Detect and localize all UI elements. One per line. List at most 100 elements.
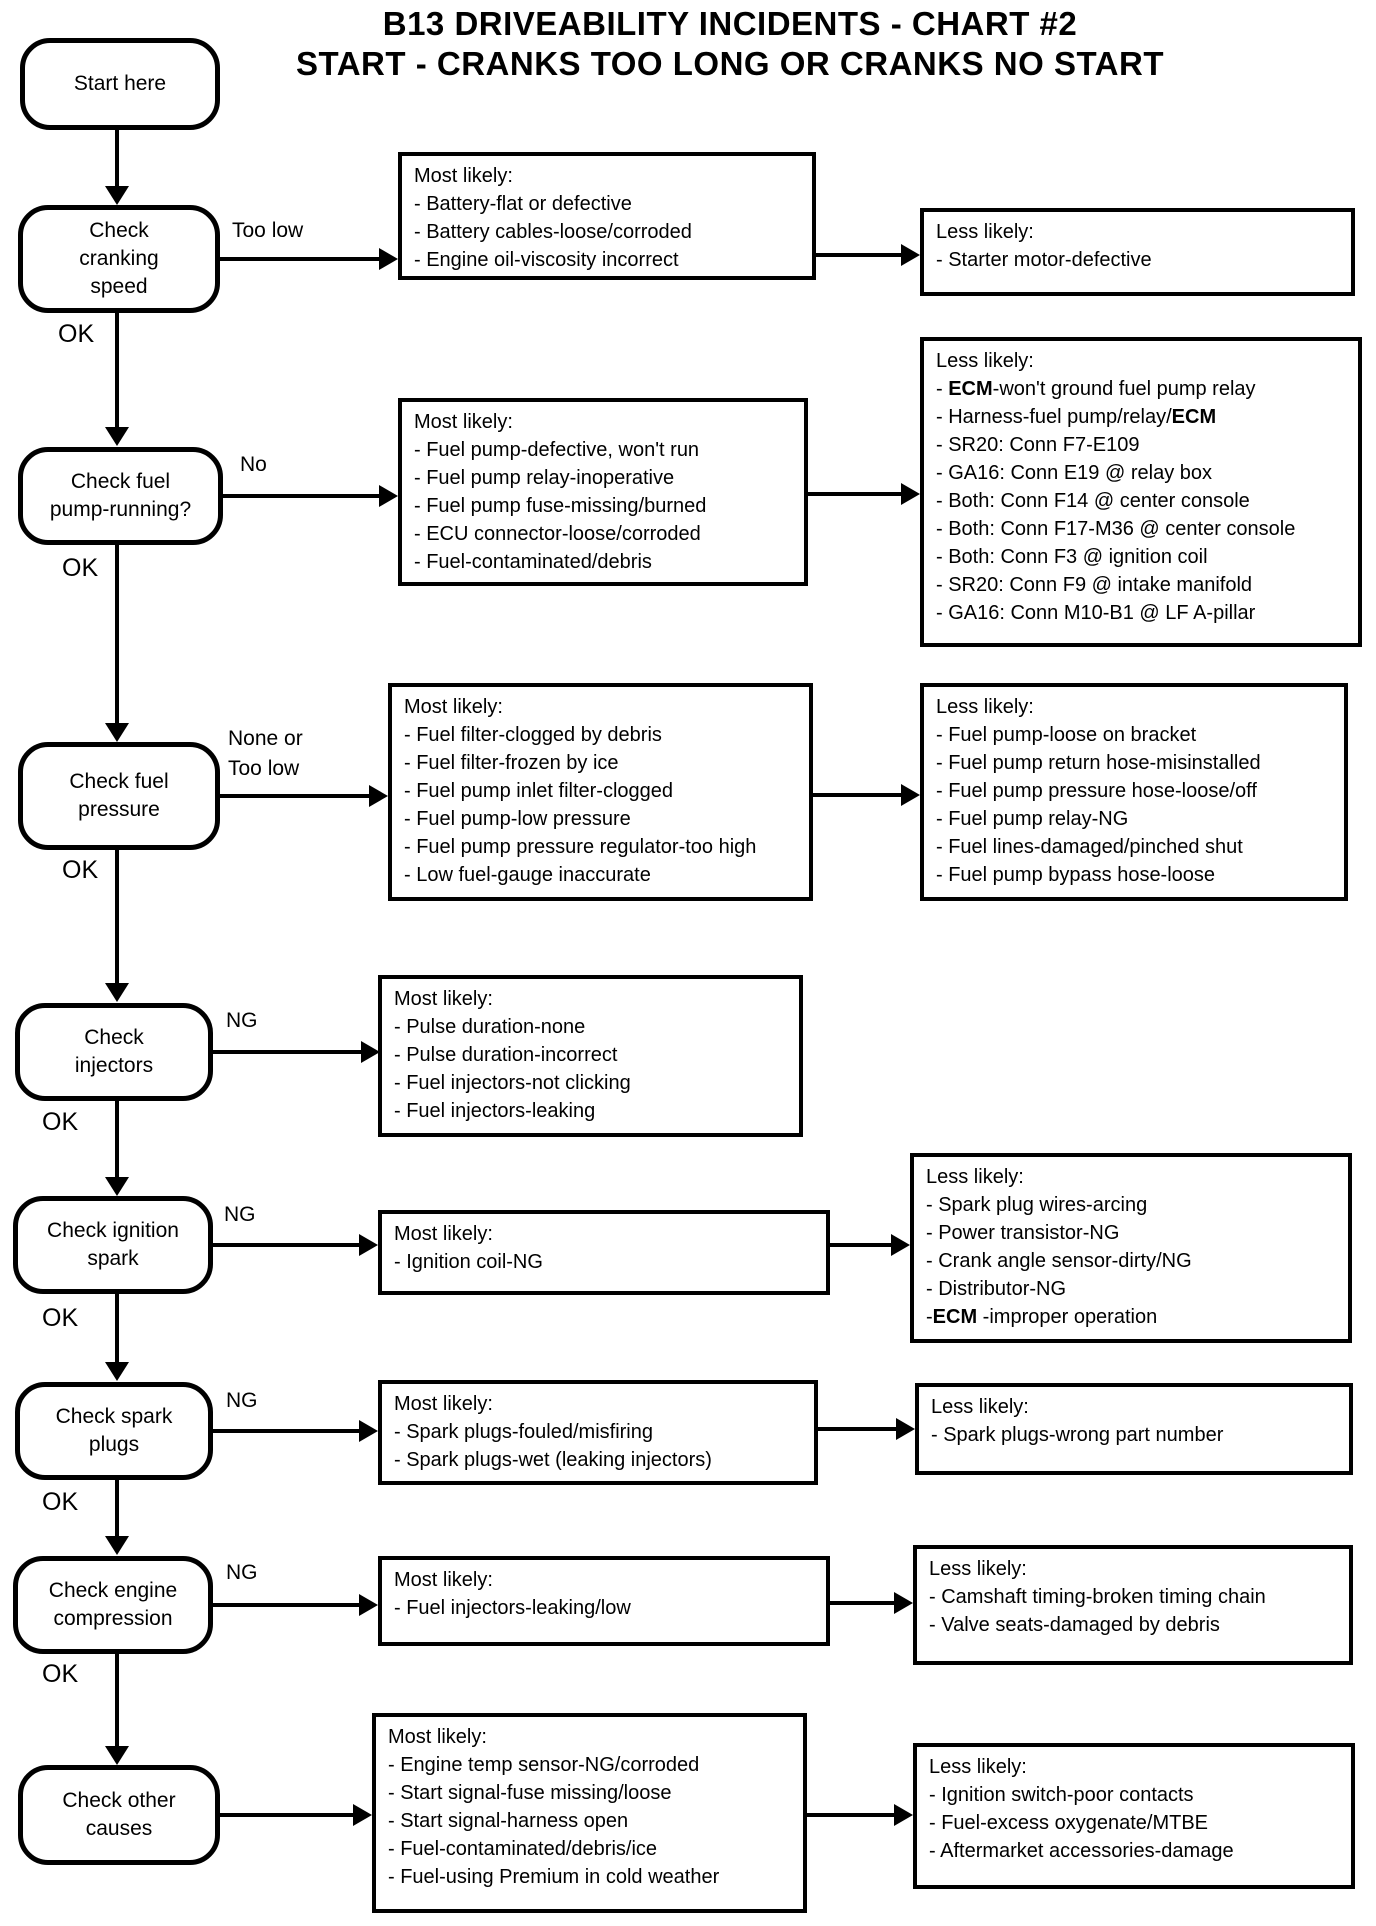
arrow-right-icon (891, 1234, 910, 1256)
less-likely-box: Less likely: - Spark plugs-wrong part nu… (915, 1383, 1353, 1475)
list-item: - Fuel pump bypass hose-loose (936, 864, 1216, 886)
box-header: Most likely: (394, 1569, 493, 1591)
branch-label: NG (224, 1203, 256, 1226)
list-item: - ECU connector-loose/corroded (414, 523, 701, 545)
list-item: - Crank angle sensor-dirty/NG (926, 1250, 1192, 1272)
list-item: - GA16: Conn E19 @ relay box (936, 462, 1212, 484)
connector-line (223, 494, 379, 498)
list-item: - Fuel-using Premium in cold weather (388, 1866, 720, 1888)
connector-line (115, 1480, 119, 1536)
list-item: - Low fuel-gauge inaccurate (404, 864, 651, 886)
list-item: - Distributor-NG (926, 1278, 1067, 1300)
list-item: - Ignition coil-NG (394, 1251, 543, 1273)
connector-line (213, 1050, 361, 1054)
box-items: - Starter motor-defective (936, 246, 1339, 274)
less-likely-box: Less likely: - Camshaft timing-broken ti… (913, 1545, 1353, 1665)
arrow-down-icon (105, 1746, 129, 1765)
list-item: - Fuel pump return hose-misinstalled (936, 752, 1261, 774)
box-items: - Fuel pump-loose on bracket - Fuel pump … (936, 721, 1332, 889)
less-likely-box: Less likely: - Fuel pump-loose on bracke… (920, 683, 1348, 901)
ok-label: OK (42, 1108, 79, 1136)
arrow-down-icon (105, 1177, 129, 1196)
box-header: Most likely: (414, 411, 513, 433)
ok-label: OK (42, 1660, 79, 1688)
check-node-ignition-spark: Check ignition spark (13, 1196, 213, 1294)
connector-line (220, 257, 380, 261)
box-items: - Engine temp sensor-NG/corroded- Start … (388, 1751, 791, 1891)
box-items: - Fuel pump-defective, won't run- Fuel p… (414, 436, 792, 576)
box-items: - Fuel filter-clogged by debris - Fuel fi… (404, 721, 797, 889)
arrow-right-icon (901, 244, 920, 266)
box-items: - ECM-won't ground fuel pump relay- Harn… (936, 375, 1346, 627)
list-item: - Spark plugs-fouled/misfiring (394, 1421, 653, 1443)
less-likely-box: Less likely: - Starter motor-defective (920, 208, 1355, 296)
list-item: - Spark plugs-wet (leaking injectors) (394, 1449, 712, 1471)
list-item: -ECM -improper operation (926, 1306, 1158, 1328)
arrow-right-icon (361, 1041, 380, 1063)
ok-label: OK (42, 1304, 79, 1332)
box-items: - Spark plugs-fouled/misfiring - Spark pl… (394, 1418, 802, 1474)
chart-title-line2: START - CRANKS TOO LONG OR CRANKS NO STA… (296, 45, 1164, 82)
arrow-down-icon (105, 186, 129, 205)
box-header: Less likely: (936, 696, 1034, 718)
list-item: - Fuel-excess oxygenate/MTBE (929, 1812, 1208, 1834)
list-item: - Both: Conn F3 @ ignition coil (936, 546, 1208, 568)
list-item: - Ignition switch-poor contacts (929, 1784, 1194, 1806)
box-header: Less likely: (926, 1166, 1024, 1188)
list-item: - Fuel pump-low pressure (404, 808, 631, 830)
arrow-right-icon (359, 1420, 378, 1442)
arrow-right-icon (901, 483, 920, 505)
list-item: - Fuel pump-loose on bracket (936, 724, 1197, 746)
less-likely-box: Less likely: - ECM-won't ground fuel pum… (920, 337, 1362, 647)
arrow-down-icon (105, 983, 129, 1002)
list-item: - Battery cables-loose/corroded (414, 221, 692, 243)
check-node-other-causes: Check other causes (18, 1765, 220, 1865)
arrow-right-icon (901, 784, 920, 806)
most-likely-box: Most likely: - Fuel pump-defective, won'… (398, 398, 808, 586)
connector-line (816, 253, 902, 257)
less-likely-box: Less likely: - Ignition switch-poor cont… (913, 1743, 1355, 1889)
most-likely-box: Most likely: - Engine temp sensor-NG/cor… (372, 1713, 807, 1913)
most-likely-box: Most likely: - Fuel injectors-leaking/lo… (378, 1556, 830, 1646)
most-likely-box: Most likely: - Fuel filter-clogged by de… (388, 683, 813, 901)
arrow-down-icon (105, 1362, 129, 1381)
arrow-right-icon (379, 485, 398, 507)
list-item: - Fuel injectors-not clicking (394, 1072, 631, 1094)
box-items: - Ignition coil-NG (394, 1248, 814, 1276)
list-item: - Engine oil-viscosity incorrect (414, 249, 679, 271)
box-header: Less likely: (936, 221, 1034, 243)
box-header: Most likely: (388, 1726, 487, 1748)
list-item: - Fuel-contaminated/debris (414, 551, 652, 573)
box-items: - Pulse duration-none- Pulse duration-in… (394, 1013, 787, 1125)
list-item: - Fuel filter-frozen by ice (404, 752, 619, 774)
check-node-cranking-speed: Check cranking speed (18, 205, 220, 313)
arrow-right-icon (359, 1594, 378, 1616)
list-item: - Fuel-contaminated/debris/ice (388, 1838, 658, 1860)
check-node-engine-compression: Check engine compression (13, 1556, 213, 1654)
connector-line (830, 1601, 895, 1605)
list-item: - Valve seats-damaged by debris (929, 1614, 1220, 1636)
branch-label: NG (226, 1389, 258, 1412)
list-item: - Fuel injectors-leaking/low (394, 1597, 631, 1619)
list-item: - Start signal-fuse missing/loose (388, 1782, 672, 1804)
arrow-down-icon (105, 1536, 129, 1555)
list-item: - Harness-fuel pump/relay/ECM (936, 406, 1217, 428)
box-items: - Ignition switch-poor contacts - Fuel-ex… (929, 1781, 1339, 1865)
arrow-right-icon (353, 1804, 372, 1826)
box-header: Less likely: (931, 1396, 1029, 1418)
list-item: - Start signal-harness open (388, 1810, 629, 1832)
list-item: - Spark plugs-wrong part number (931, 1424, 1224, 1446)
most-likely-box: Most likely: - Battery-flat or defective… (398, 152, 816, 280)
box-header: Most likely: (394, 1223, 493, 1245)
connector-line (115, 850, 119, 983)
connector-line (115, 1294, 119, 1362)
list-item: - Fuel injectors-leaking (394, 1100, 596, 1122)
arrow-down-icon (105, 427, 129, 446)
branch-label: NG (226, 1009, 258, 1032)
connector-line (115, 1654, 119, 1746)
list-item: - Fuel filter-clogged by debris (404, 724, 662, 746)
most-likely-box: Most likely: - Ignition coil-NG (378, 1210, 830, 1295)
ok-label: OK (62, 856, 99, 884)
list-item: - GA16: Conn M10-B1 @ LF A-pillar (936, 602, 1256, 624)
